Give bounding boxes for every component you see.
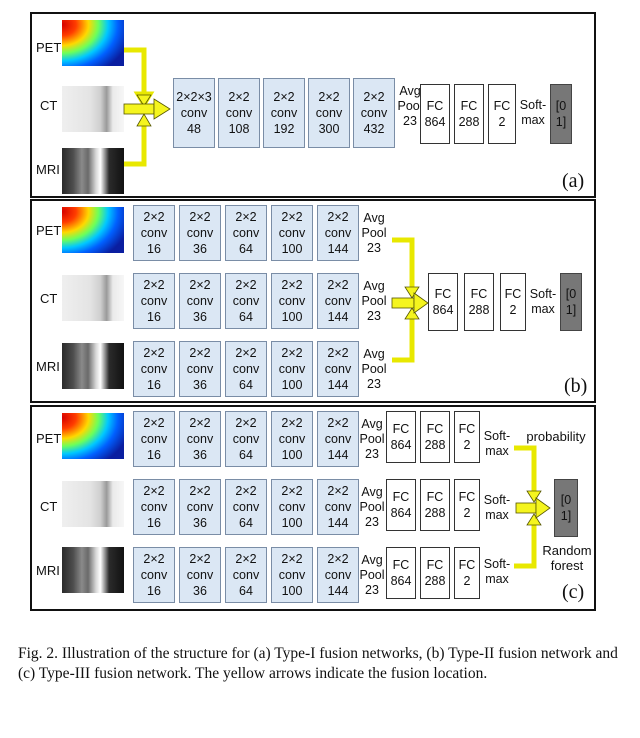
softmax-label-a: Soft-max bbox=[519, 98, 547, 127]
softmax-label-b: Soft-max bbox=[529, 287, 557, 316]
mri-image bbox=[62, 547, 124, 593]
probability-label: probability bbox=[526, 429, 586, 444]
modality-label-mri: MRI bbox=[36, 359, 60, 374]
fusion-arrow-c bbox=[514, 445, 551, 569]
softmax-label-c-pet: Soft-max bbox=[483, 429, 511, 458]
panel-tag-b: (b) bbox=[564, 375, 588, 397]
modality-label-pet: PET bbox=[36, 431, 62, 446]
softmax-label-c-mri: Soft-max bbox=[483, 557, 511, 586]
pet-image bbox=[62, 20, 124, 66]
panel-tag-c: (c) bbox=[562, 581, 585, 603]
ct-image bbox=[62, 86, 124, 132]
softmax-label-c-ct: Soft-max bbox=[483, 493, 511, 522]
modality-label-ct: CT bbox=[40, 499, 58, 514]
modality-label-pet: PET bbox=[36, 223, 62, 238]
figure-caption: Fig. 2. Illustration of the structure fo… bbox=[18, 645, 618, 682]
modality-label-ct: CT bbox=[40, 98, 58, 113]
pet-image bbox=[62, 413, 124, 459]
mri-image bbox=[62, 148, 124, 194]
ct-image bbox=[62, 481, 124, 527]
fusion-arrows: .ya{fill:none;stroke:#3a3a00;stroke-widt… bbox=[123, 47, 551, 569]
panel-tag-a: (a) bbox=[562, 170, 585, 192]
modality-label-mri: MRI bbox=[36, 162, 60, 177]
mri-image bbox=[62, 343, 124, 389]
modality-label-mri: MRI bbox=[36, 563, 60, 578]
ct-image bbox=[62, 275, 124, 321]
fusion-arrow-b bbox=[391, 237, 429, 363]
pet-image bbox=[62, 207, 124, 253]
fusion-arrow-a bbox=[123, 47, 171, 167]
modality-label-pet: PET bbox=[36, 40, 62, 55]
modality-label-ct: CT bbox=[40, 291, 58, 306]
